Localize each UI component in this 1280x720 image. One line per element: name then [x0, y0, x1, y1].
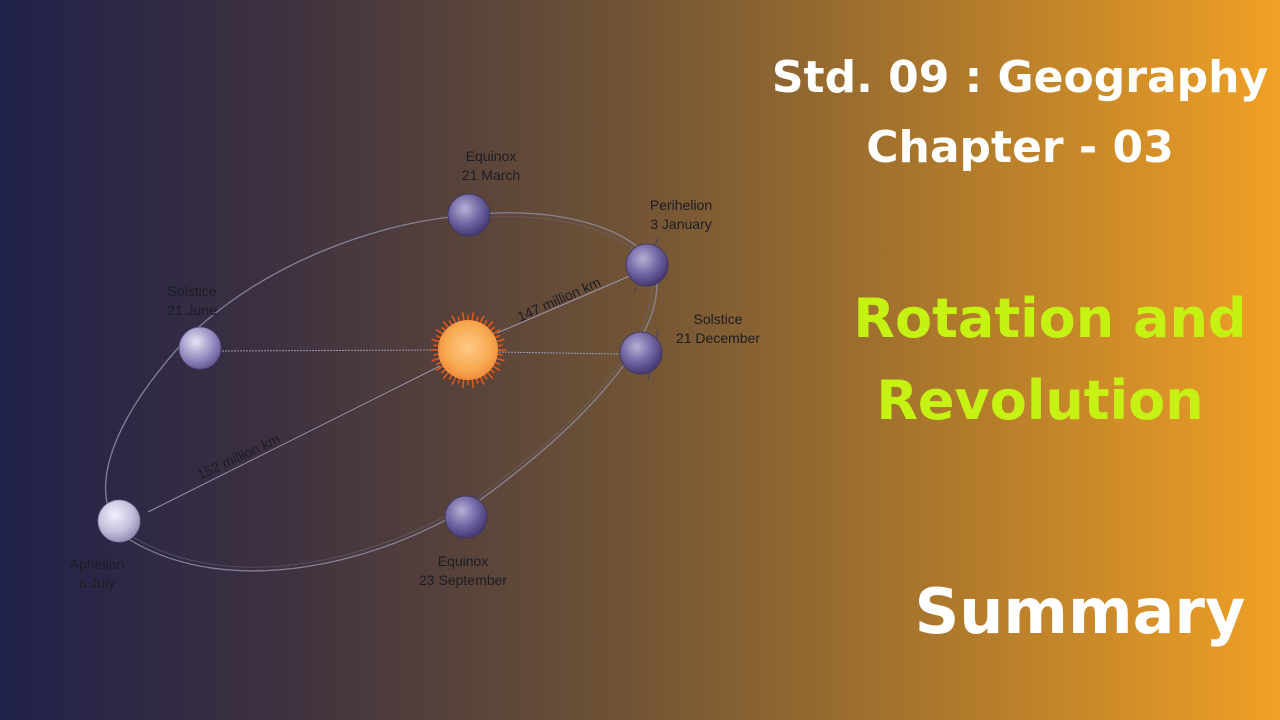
sun-ray	[448, 320, 453, 327]
sun-ray	[431, 338, 441, 343]
sun-ray	[448, 373, 453, 380]
label-solstice-december-2: 21 December	[676, 330, 760, 346]
label-aphelion-1: Aphelion	[70, 556, 125, 572]
label-aphelion-2: 6 July	[79, 575, 116, 591]
orbit-path	[104, 212, 658, 572]
summary-label: Summary	[914, 575, 1246, 648]
sun	[430, 312, 506, 388]
perihelion-distance-label: 147 million km	[515, 274, 603, 325]
label-solstice-december-1: Solstice	[693, 311, 742, 327]
earth-equinox-september	[444, 493, 488, 543]
sun-ray	[435, 328, 445, 335]
connector-lines	[147, 274, 633, 513]
sun-ray	[483, 373, 488, 380]
earth-orbit-diagram: 147 million km 152 million km Equinox 21…	[70, 148, 761, 591]
sun-ray	[461, 312, 465, 322]
sun-ray	[451, 376, 457, 385]
topic-title-line-1: Rotation and	[853, 287, 1247, 350]
sun-ray	[486, 371, 494, 380]
topic-title-line-2: Revolution	[876, 369, 1204, 432]
sun-ray	[479, 376, 485, 385]
earth-equinox-march	[447, 189, 491, 245]
sun-ray	[491, 365, 501, 372]
aphelion-distance-label: 152 million km	[195, 430, 283, 482]
sun-ray	[495, 357, 505, 362]
sun-ray	[451, 315, 457, 324]
sun-ray	[471, 378, 475, 388]
sun-ray	[491, 328, 501, 335]
course-title: Std. 09 : Geography	[771, 52, 1269, 103]
sun-ray	[483, 320, 488, 327]
sun-ray	[442, 371, 450, 380]
label-equinox-september-1: Equinox	[438, 553, 489, 569]
sun-ray	[442, 320, 450, 329]
earth-perihelion	[625, 237, 669, 293]
label-equinox-march-2: 21 March	[462, 167, 520, 183]
earth-solstice-june	[178, 326, 222, 370]
sun-rays	[430, 312, 506, 388]
sun-ray	[486, 320, 494, 329]
sun-ray	[435, 365, 445, 372]
sun-ray	[431, 357, 441, 362]
label-equinox-march-1: Equinox	[466, 148, 517, 164]
label-solstice-june-1: Solstice	[167, 283, 216, 299]
label-perihelion-2: 3 January	[650, 216, 711, 232]
label-perihelion-1: Perihelion	[650, 197, 712, 213]
sun-ray	[495, 338, 505, 343]
chapter-number: Chapter - 03	[866, 122, 1174, 173]
earth-aphelion	[97, 499, 141, 543]
sun-ray	[461, 378, 465, 388]
label-solstice-june-2: 21 June	[167, 302, 217, 318]
earth-solstice-december	[619, 329, 663, 381]
label-equinox-september-2: 23 September	[419, 572, 507, 588]
sun-ray	[479, 315, 485, 324]
sun-ray	[471, 312, 475, 322]
